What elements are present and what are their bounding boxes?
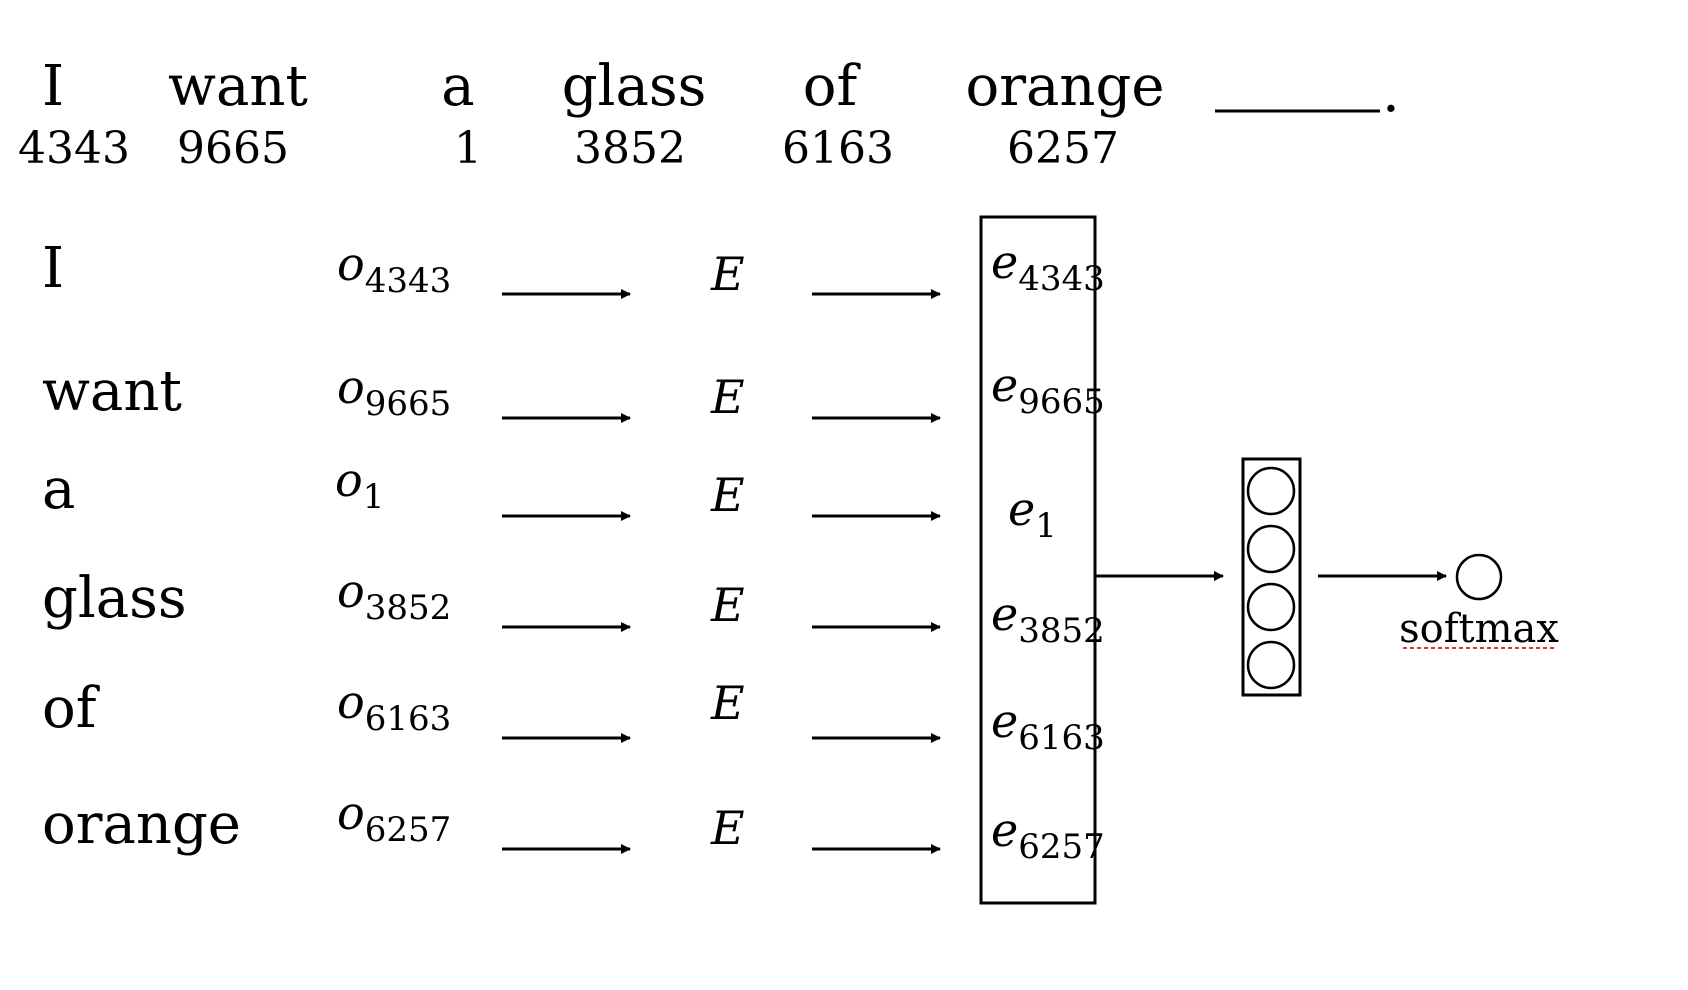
embedding-vector: e6257	[991, 803, 1105, 867]
word-index: 9665	[177, 123, 289, 174]
hidden-neuron	[1246, 466, 1296, 516]
embedding-vector: e4343	[991, 235, 1105, 299]
row-word: I	[42, 236, 64, 301]
softmax-unit	[1455, 553, 1503, 601]
sentence-period: .	[1382, 60, 1400, 125]
embedding-concat-box	[979, 215, 1097, 905]
one-hot-vector: o6257	[337, 786, 451, 850]
row-orange: orange o6257 E e6257	[42, 786, 1105, 867]
one-hot-vector: o9665	[337, 360, 451, 424]
sentence-word: I	[42, 54, 64, 119]
embedding-matrix-label: E	[710, 676, 745, 730]
one-hot-vector: o6163	[337, 675, 451, 739]
hidden-layer-box	[1241, 457, 1302, 697]
word-index: 4343	[18, 123, 130, 174]
hidden-neuron	[1246, 582, 1296, 632]
row-glass: glass o3852 E e3852	[42, 564, 1105, 651]
embedding-matrix-label: E	[710, 801, 745, 855]
one-hot-vector: o4343	[337, 237, 451, 301]
row-a: a o1 E e1	[42, 453, 1057, 546]
row-word: a	[42, 457, 75, 522]
row-word: glass	[42, 566, 187, 631]
word-index: 1	[454, 123, 482, 174]
hidden-neurons	[1246, 466, 1296, 690]
row-want: want o9665 E e9665	[42, 358, 1105, 424]
embedding-matrix-label: E	[710, 468, 745, 522]
embedding-vector: e3852	[991, 587, 1105, 651]
sentence-word: orange	[966, 54, 1165, 119]
softmax-label: softmax	[1399, 606, 1559, 652]
embedding-vector: e9665	[991, 358, 1105, 422]
hidden-layer	[1241, 457, 1302, 697]
sentence: I want a glass of orange . 4343 9665 1 3…	[18, 54, 1400, 174]
row-of: of o6163 E e6163	[42, 675, 1105, 758]
sentence-word: a	[441, 54, 474, 119]
row-I: I o4343 E e4343	[42, 235, 1105, 301]
word-index: 6163	[782, 123, 894, 174]
word-index: 3852	[574, 123, 686, 174]
hidden-neuron	[1246, 524, 1296, 574]
sentence-word: of	[803, 54, 862, 119]
one-hot-vector: o3852	[337, 564, 451, 628]
sentence-word: glass	[562, 54, 707, 119]
hidden-neuron	[1246, 640, 1296, 690]
row-word: of	[42, 676, 101, 741]
softmax-output: softmax	[1399, 553, 1559, 652]
embedding-matrix-label: E	[710, 247, 745, 301]
one-hot-vector: o1	[335, 453, 384, 517]
sentence-word: want	[168, 54, 308, 119]
embedding-matrix-label: E	[710, 370, 745, 424]
row-word: want	[42, 359, 182, 424]
embedding-matrix-label: E	[710, 578, 745, 632]
embedding-vector: e1	[1008, 482, 1057, 546]
embedding-vector: e6163	[991, 694, 1105, 758]
word-index: 6257	[1007, 123, 1119, 174]
row-word: orange	[42, 792, 241, 857]
